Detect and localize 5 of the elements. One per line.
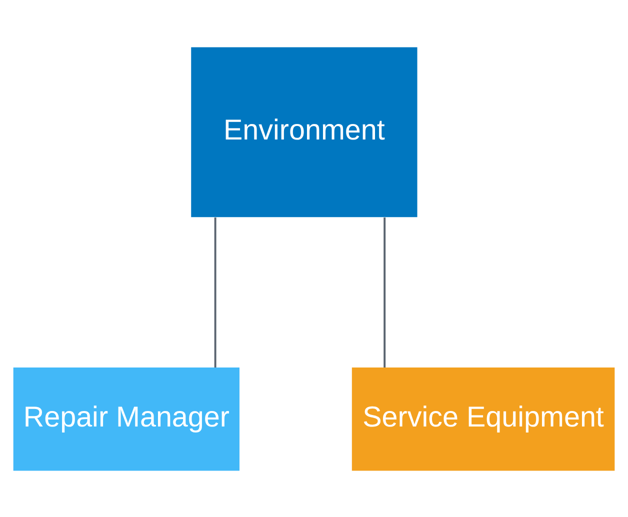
node-box: Environment xyxy=(191,46,418,217)
node-box: Service Equipment xyxy=(352,367,615,470)
connector xyxy=(384,217,386,367)
node-box: Repair Manager xyxy=(13,367,240,470)
connector xyxy=(214,217,216,367)
